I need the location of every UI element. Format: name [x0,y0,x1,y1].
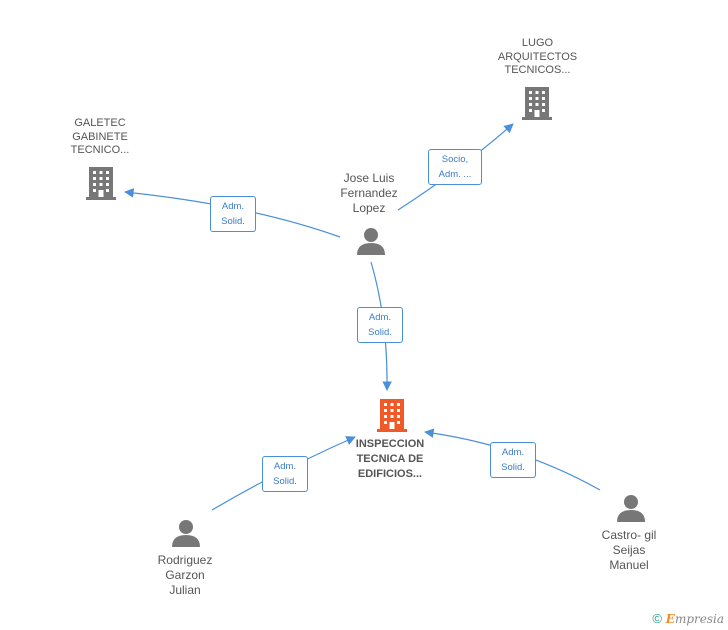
edge-label-jose-to-main[interactable]: Adm. Solid. [357,307,403,343]
edge-label-jose-to-galetec[interactable]: Adm. Solid. [210,196,256,232]
building-icon[interactable] [522,87,552,120]
node-label-rodriguez[interactable]: Rodriguez Garzon Julian [157,553,213,597]
brand-logo-text: mpresia [674,612,724,626]
building-icon[interactable] [86,167,116,200]
edge-label-rodriguez-to-main[interactable]: Adm. Solid. [262,456,308,492]
copyright-icon: © [652,611,662,626]
building-icon[interactable] [377,399,407,432]
brand-logo-initial: E [665,612,675,626]
node-label-lugo[interactable]: LUGO ARQUITECTOS TECNICOS... [497,37,578,76]
person-icon[interactable] [172,520,200,547]
node-label-jose-luis[interactable]: Jose Luis Fernandez Lopez [340,171,398,215]
node-label-galetec[interactable]: GALETEC GABINETE TECNICO... [70,117,130,156]
node-label-main-company[interactable]: INSPECCION TECNICA DE EDIFICIOS... [355,438,425,480]
person-icon[interactable] [357,228,385,255]
footer-brand: © Empresia [652,611,724,626]
edge-label-castro-to-main[interactable]: Adm. Solid. [490,442,536,478]
edge-label-jose-to-lugo[interactable]: Socio, Adm. ... [428,149,482,185]
person-icon[interactable] [617,495,645,522]
node-label-castro[interactable]: Castro- gil Seijas Manuel [601,528,657,572]
